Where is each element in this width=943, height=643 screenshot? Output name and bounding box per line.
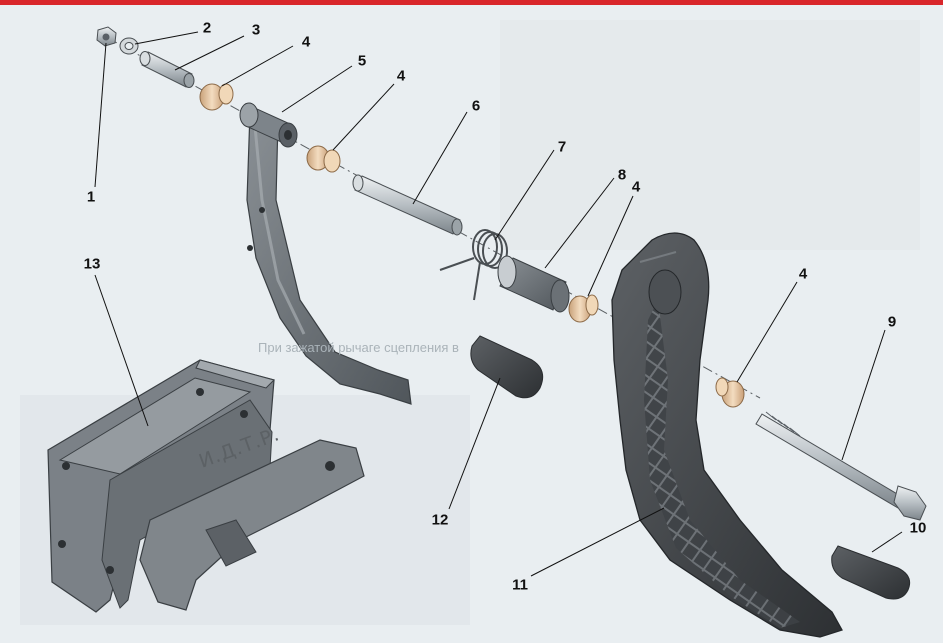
bushing-part-b <box>306 145 341 173</box>
bleed-through-text: При зажатой рычаге сцепления в <box>258 340 459 355</box>
callout-9: 9 <box>887 313 897 331</box>
pad-part-10 <box>831 545 911 600</box>
washer-part <box>119 37 139 55</box>
callout-4a: 4 <box>301 33 311 51</box>
callout-6: 6 <box>471 97 481 115</box>
pad-part-12 <box>470 335 544 399</box>
bushing-part-c <box>568 294 599 323</box>
callout-4d: 4 <box>798 265 808 283</box>
callout-11: 11 <box>512 576 528 594</box>
callout-3: 3 <box>251 21 261 39</box>
clutch-pedal-part <box>239 102 412 405</box>
bolt-part <box>755 411 927 521</box>
bushing-part-a <box>199 83 234 111</box>
callout-12: 12 <box>431 511 449 529</box>
pedal-bracket-part <box>47 359 365 613</box>
background-shade-right <box>500 20 920 250</box>
bushing-part-d <box>715 377 745 408</box>
leader-lines <box>94 31 903 577</box>
nut-part <box>96 26 117 47</box>
callout-2: 2 <box>202 19 212 37</box>
callout-4b: 4 <box>396 67 406 85</box>
brake-pedal-part <box>611 232 843 638</box>
callout-7: 7 <box>557 138 567 156</box>
callout-4c: 4 <box>631 178 641 196</box>
top-accent-bar <box>0 0 943 5</box>
sleeve-part <box>139 51 195 88</box>
callout-8: 8 <box>617 166 627 184</box>
callout-1: 1 <box>86 188 96 206</box>
callout-5: 5 <box>357 52 367 70</box>
spacer-sleeve-part <box>497 255 570 313</box>
return-spring-part <box>439 229 508 301</box>
callout-13: 13 <box>83 255 101 273</box>
pedal-axle-part <box>352 174 463 236</box>
callout-10: 10 <box>909 519 927 537</box>
